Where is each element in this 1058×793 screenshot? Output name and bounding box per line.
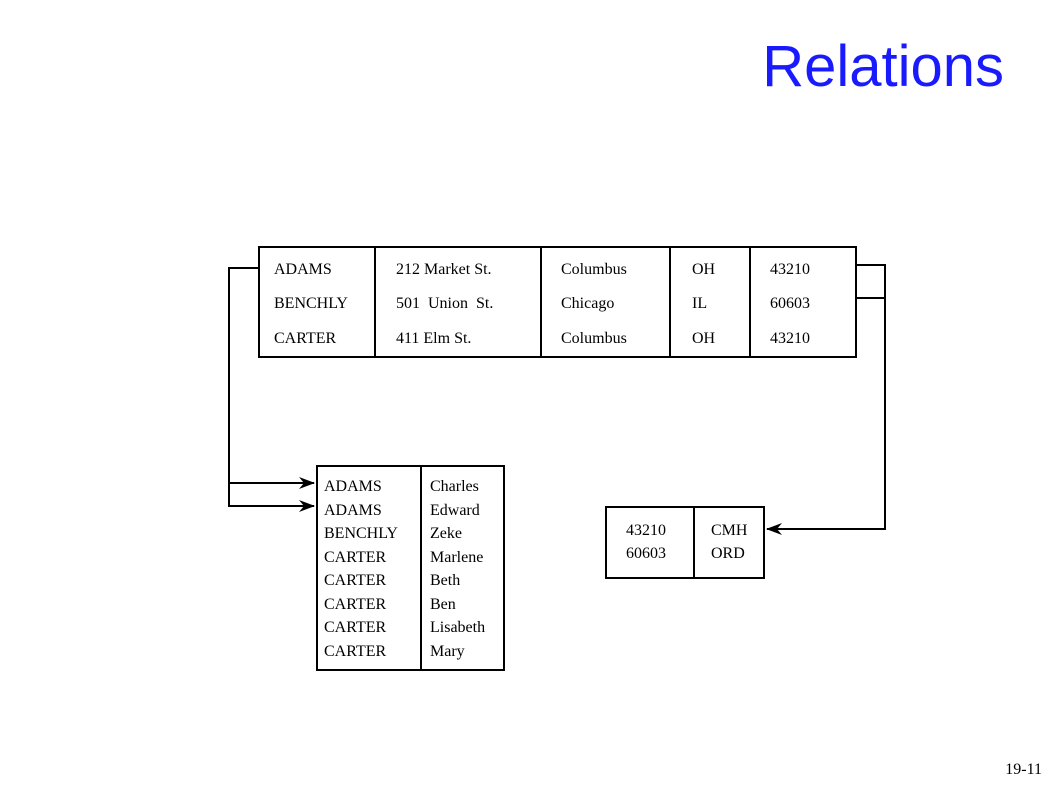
address-cell: Columbus xyxy=(561,261,627,278)
names-column-surname: ADAMS ADAMS BENCHLY CARTER CARTER CARTER… xyxy=(318,467,420,669)
address-cell: CARTER xyxy=(274,330,337,347)
zip-cell: ORD xyxy=(711,545,745,562)
slide-number: 19-11 xyxy=(1005,761,1042,778)
names-cell: Charles xyxy=(430,478,479,495)
address-cell: Chicago xyxy=(561,295,615,312)
address-cell: 43210 xyxy=(770,261,810,278)
address-cell: OH xyxy=(692,330,716,347)
address-column-surname: ADAMS BENCHLY CARTER xyxy=(260,248,374,356)
zip-cell: 43210 xyxy=(626,522,666,539)
address-cell: BENCHLY xyxy=(274,295,348,312)
zip-column-airport: CMH ORD xyxy=(693,508,763,577)
names-column-first: Charles Edward Zeke Marlene Beth Ben Lis… xyxy=(420,467,503,669)
address-cell: OH xyxy=(692,261,716,278)
right-connector-down xyxy=(766,298,886,535)
address-column-city: Columbus Chicago Columbus xyxy=(540,248,669,356)
address-cell: 43210 xyxy=(770,330,810,347)
names-cell: ADAMS xyxy=(324,502,382,519)
names-cell: CARTER xyxy=(324,549,387,566)
names-cell: Lisabeth xyxy=(430,619,486,636)
address-cell: 501 Union St. xyxy=(396,295,494,312)
right-connector xyxy=(857,264,886,299)
names-cell: CARTER xyxy=(324,643,387,660)
names-table: ADAMS ADAMS BENCHLY CARTER CARTER CARTER… xyxy=(316,465,505,671)
zip-cell: 60603 xyxy=(626,545,666,562)
address-cell: 212 Market St. xyxy=(396,261,492,278)
names-cell: Edward xyxy=(430,502,480,519)
names-cell: CARTER xyxy=(324,572,387,589)
address-cell: 60603 xyxy=(770,295,810,312)
names-cell: Mary xyxy=(430,643,465,660)
address-column-street: 212 Market St. 501 Union St. 411 Elm St. xyxy=(374,248,540,356)
names-cell: Beth xyxy=(430,572,461,589)
address-cell: 411 Elm St. xyxy=(396,330,472,347)
address-cell: ADAMS xyxy=(274,261,332,278)
zip-table: 43210 60603 CMH ORD xyxy=(605,506,765,579)
names-cell: ADAMS xyxy=(324,478,382,495)
names-cell: Zeke xyxy=(430,525,462,542)
zip-cell: CMH xyxy=(711,522,748,539)
zip-column-code: 43210 60603 xyxy=(607,508,693,577)
address-column-state: OH IL OH xyxy=(669,248,749,356)
address-cell: Columbus xyxy=(561,330,627,347)
slide-title: Relations xyxy=(762,34,1004,99)
left-connector xyxy=(228,267,315,512)
names-cell: Ben xyxy=(430,596,456,613)
address-table: ADAMS BENCHLY CARTER 212 Market St. 501 … xyxy=(258,246,857,358)
address-cell: IL xyxy=(692,295,708,312)
names-cell: Marlene xyxy=(430,549,484,566)
names-cell: CARTER xyxy=(324,619,387,636)
names-cell: CARTER xyxy=(324,596,387,613)
names-cell: BENCHLY xyxy=(324,525,398,542)
address-column-zip: 43210 60603 43210 xyxy=(749,248,855,356)
